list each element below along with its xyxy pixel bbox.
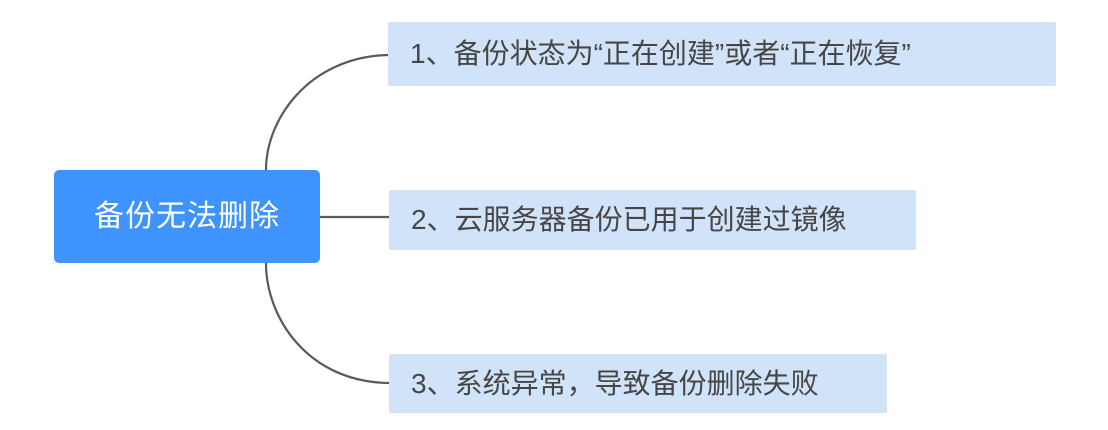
branch-node-2-label: 2、云服务器备份已用于创建过镜像: [411, 204, 847, 235]
branch-node-1-label: 1、备份状态为“正在创建”或者“正在恢复”: [410, 38, 911, 69]
branch-node-3[interactable]: 3、系统异常，导致备份删除失败: [389, 354, 887, 413]
connector-root-to-branch-1: [264, 53, 390, 172]
connector-root-to-branch-3: [264, 261, 391, 385]
root-node[interactable]: 备份无法删除: [54, 170, 320, 263]
root-node-label: 备份无法删除: [94, 199, 280, 233]
branch-node-2[interactable]: 2、云服务器备份已用于创建过镜像: [389, 190, 916, 250]
branch-node-3-label: 3、系统异常，导致备份删除失败: [411, 367, 819, 399]
branch-node-1[interactable]: 1、备份状态为“正在创建”或者“正在恢复”: [388, 22, 1056, 86]
